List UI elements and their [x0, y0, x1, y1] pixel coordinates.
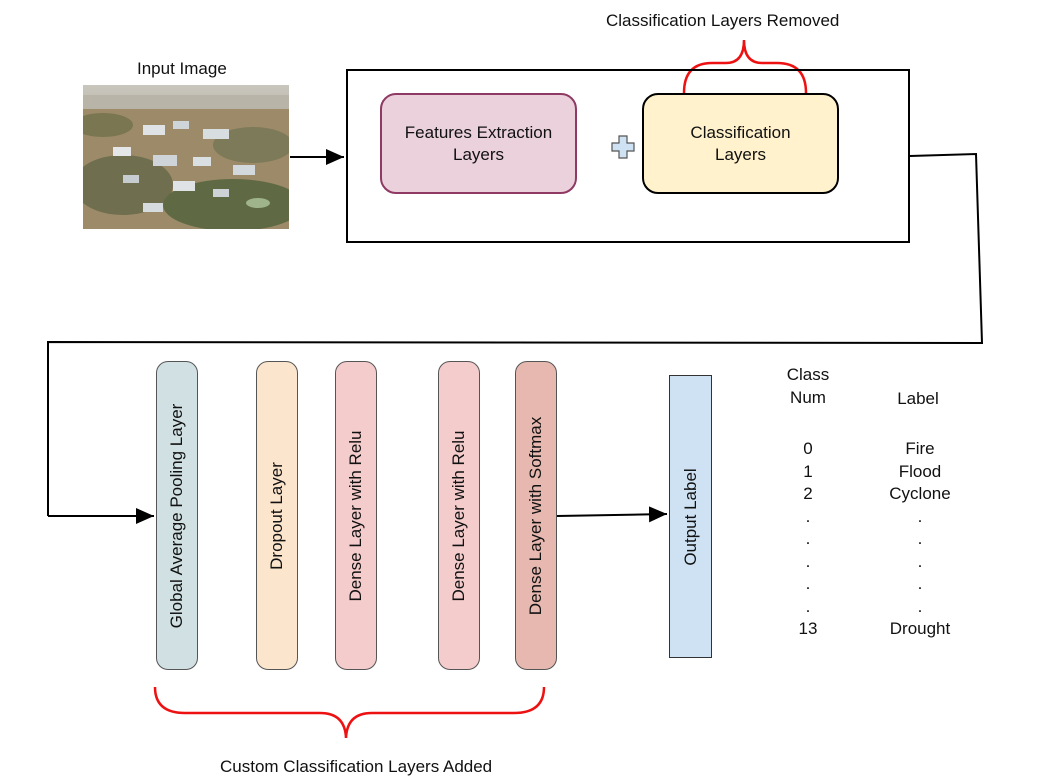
- label-cell: .: [917, 529, 923, 548]
- class-header-line2: Num: [790, 387, 826, 407]
- feature-extraction-block: Features Extraction Layers: [380, 93, 577, 194]
- output-label-text: Output Label: [680, 467, 700, 566]
- input-image-label: Input Image: [137, 59, 227, 78]
- connector-line: [47, 152, 984, 516]
- layer-label: Dense Layer with Softmax: [526, 416, 545, 615]
- class-num-cell: 2: [803, 484, 813, 503]
- class-num-column: 0 1 2..... 13: [780, 438, 836, 641]
- label-cell: .: [917, 596, 923, 616]
- class-num-cell: 13: [798, 619, 818, 638]
- layer-dense-relu-2: Dense Layer with Relu: [438, 361, 480, 670]
- class-header-line1: Class: [786, 365, 830, 384]
- bottom-caption: Custom Classification Layers Added: [220, 757, 493, 776]
- layer-label: Dense Layer with Relu: [346, 429, 365, 602]
- label-cell: Drought: [889, 619, 951, 638]
- class-num-cell: 1: [803, 461, 813, 481]
- class-num-cell: .: [805, 551, 811, 571]
- layer-label: Global Average Pooling Layer: [167, 403, 186, 628]
- layer-label: Dense Layer with Relu: [449, 429, 468, 602]
- classification-layers-label: Classification Layers: [690, 122, 791, 164]
- classification-layers-block: Classification Layers: [642, 93, 839, 194]
- plus-icon: [611, 135, 635, 159]
- label-cell: Flood: [898, 461, 942, 481]
- top-caption: Classification Layers Removed: [606, 11, 840, 30]
- layer-dense-relu-1: Dense Layer with Relu: [335, 361, 377, 670]
- class-num-cell: 0: [803, 439, 813, 458]
- top-brace: [682, 39, 808, 94]
- layer-global-average-pooling: Global Average Pooling Layer: [156, 361, 198, 670]
- class-num-cell: .: [805, 529, 811, 548]
- label-cell: Cyclone: [889, 484, 951, 503]
- label-cell: .: [917, 574, 923, 593]
- label-cell: .: [917, 506, 923, 526]
- bottom-brace: [153, 686, 546, 739]
- class-num-cell: .: [805, 506, 811, 526]
- feature-extraction-label: Features Extraction Layers: [404, 122, 553, 164]
- layer-dense-softmax: Dense Layer with Softmax: [515, 361, 557, 670]
- layer-dropout: Dropout Layer: [256, 361, 298, 670]
- layer-label: Dropout Layer: [267, 461, 286, 570]
- label-cell: Fire: [905, 439, 935, 458]
- class-num-header: Class Num: [778, 364, 838, 409]
- output-label-block: Output Label: [669, 375, 712, 658]
- arrow-to-output: [556, 506, 668, 523]
- class-num-cell: .: [805, 596, 811, 616]
- class-num-cell: .: [805, 574, 811, 593]
- label-header: Label: [897, 389, 939, 408]
- input-image: [83, 85, 289, 229]
- pretrained-model-box: [346, 69, 910, 243]
- label-cell: .: [917, 551, 923, 571]
